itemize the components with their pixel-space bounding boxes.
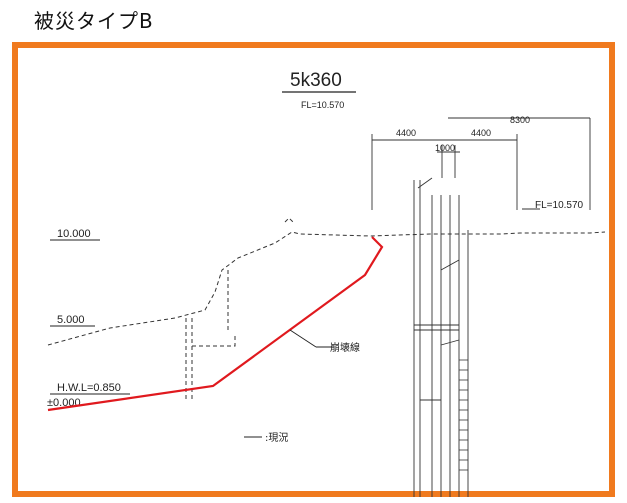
ladder-rungs [459,359,468,471]
collapse-line [47,236,384,412]
legend-label: :現況 [265,432,288,444]
existing-ground [47,217,606,400]
collapse-leader [289,329,317,348]
section-id: 5k360 [290,70,342,91]
right-fl-label: FL=10.570 [535,200,584,211]
page-title: 被災タイプB [34,9,154,33]
dim-right: 4400 [471,128,491,138]
hwl-label: H.W.L=0.850 [57,382,121,394]
elev-5-label: 5.000 [57,314,85,326]
top-fl-label: FL=10.570 [301,100,344,110]
elev-10-label: 10.000 [57,228,91,240]
structure-column [413,180,469,497]
dim-overall: 8300 [510,115,530,125]
collapse-label: 崩壊線 [330,341,360,354]
dimension-lines [371,117,591,210]
dim-center: 1000 [435,143,455,153]
dim-left: 4400 [396,128,416,138]
